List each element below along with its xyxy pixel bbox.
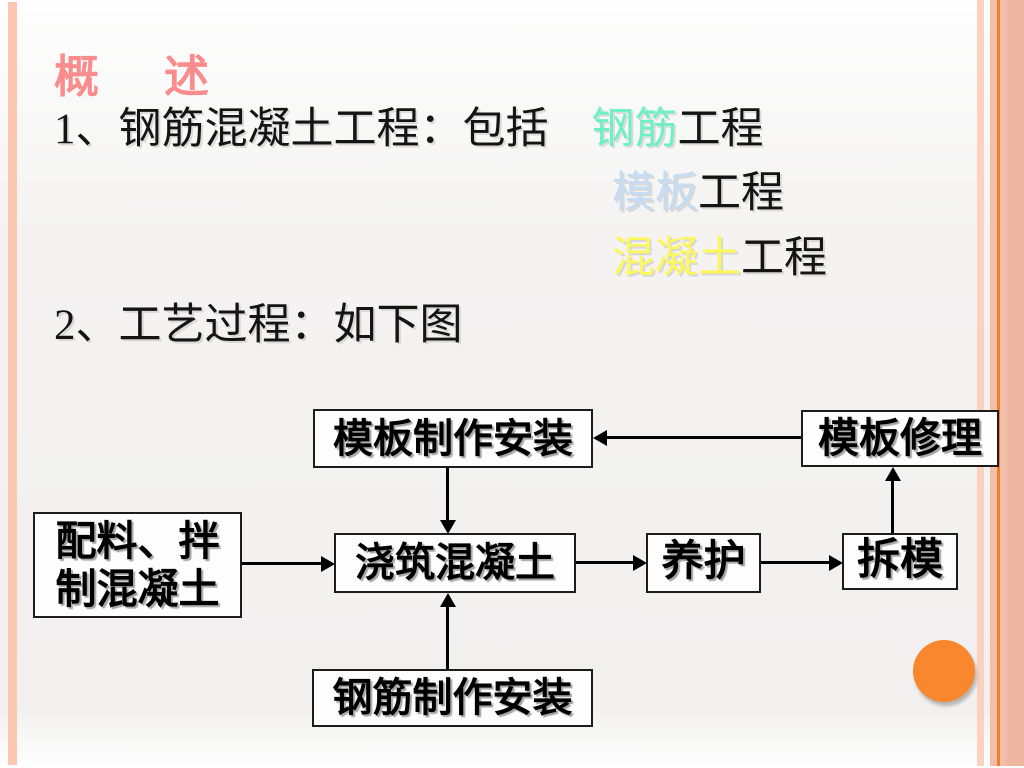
flowchart-box-formwork-repair: 模板修理 [801,410,999,467]
arrow-line-curing-to-strip [761,561,831,564]
item1-suffix-3: 工程 [741,235,827,282]
right-border-stripes [977,0,1024,766]
arrowhead-rebar-to-pour [440,593,456,607]
flowchart-box-strip-formwork: 拆模 [842,533,958,590]
arrow-line-batching-to-pour [242,562,323,565]
item1-suffix-1: 工程 [677,106,764,153]
arrow-line-strip-to-repair [891,479,894,533]
body-line-4: 2、工艺过程：如下图 [54,302,463,349]
item1-suffix-2: 工程 [698,170,784,217]
body-line-1: 1、钢筋混凝土工程：包括 钢筋工程 [54,104,764,156]
batching-line-1: 配料、拌 [55,517,220,564]
arrowhead-strip-to-repair [885,467,901,481]
item1-prefix: 1、钢筋混凝土工程：包括 [54,106,592,153]
right-thin-stripe [977,0,984,766]
right-dark-band [1007,0,1024,766]
item1-term-rebar: 钢筋 [591,106,678,153]
arrow-line-repair-to-fabrication [605,436,801,439]
item1-term-concrete: 混凝土 [612,235,741,282]
arrowhead-fabrication-to-pour [440,520,456,534]
body-line-3: 混凝土工程 [612,233,827,285]
accent-circle [913,640,975,702]
arrowhead-batching-to-pour [321,556,335,572]
body-line-2: 模板工程 [612,168,784,220]
slide-title: 概 述 [54,52,220,102]
arrowhead-pour-to-curing [633,555,647,571]
arrowhead-repair-to-fabrication [593,430,607,446]
batching-line-2: 制混凝土 [55,566,220,612]
flowchart-box-curing: 养护 [646,533,761,593]
arrow-line-rebar-to-pour [446,605,449,669]
flowchart-box-rebar-fabrication: 钢筋制作安装 [312,669,593,727]
right-orange-line [997,0,1000,766]
flowchart-box-formwork-fabrication: 模板制作安装 [313,409,593,468]
arrow-line-fabrication-to-pour [446,468,449,521]
left-border-stripe [8,2,17,765]
arrow-line-pour-to-curing [576,561,635,564]
flowchart-box-pour-concrete: 浇筑混凝土 [334,533,576,593]
item1-term-formwork: 模板 [612,170,698,217]
arrowhead-curing-to-strip [829,555,843,571]
flowchart-box-batching-mixing: 配料、拌 制混凝土 [33,512,242,618]
